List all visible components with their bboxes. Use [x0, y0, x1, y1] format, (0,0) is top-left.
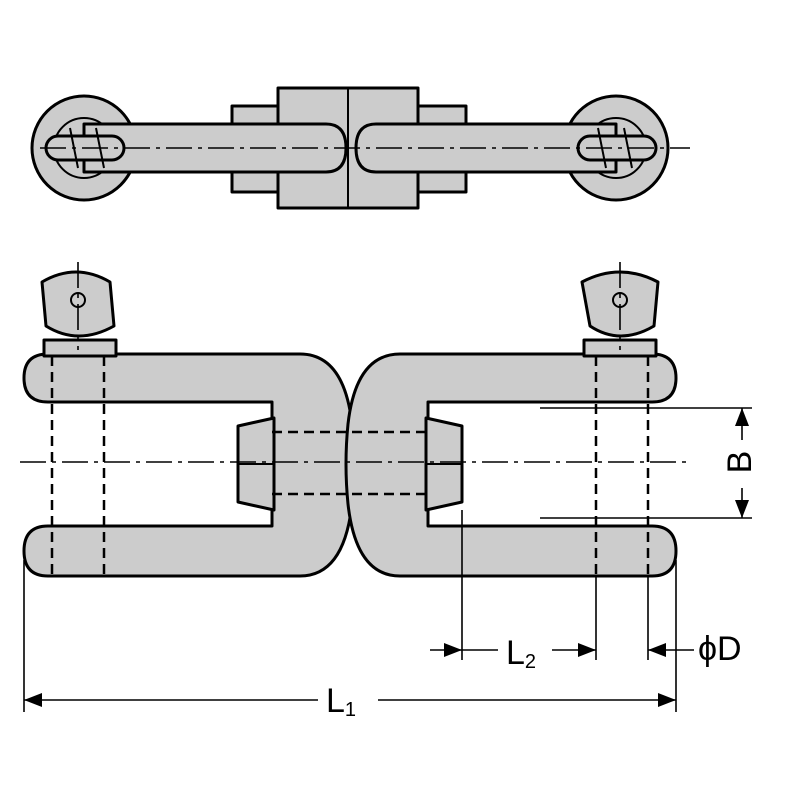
dimension-l2-label: L2	[506, 634, 536, 673]
top-view	[30, 86, 690, 210]
dimensions: B L2 ϕD L1	[23, 407, 759, 721]
right-pin-wing	[580, 270, 660, 338]
right-shackle-body	[344, 352, 678, 578]
dimension-l1-label: L1	[326, 682, 356, 721]
left-pin-collar	[42, 338, 118, 358]
dimension-b-label: B	[721, 451, 759, 474]
left-shackle-body	[22, 352, 356, 578]
dimension-phi-d-label: ϕD	[698, 630, 742, 668]
side-view	[20, 262, 690, 578]
